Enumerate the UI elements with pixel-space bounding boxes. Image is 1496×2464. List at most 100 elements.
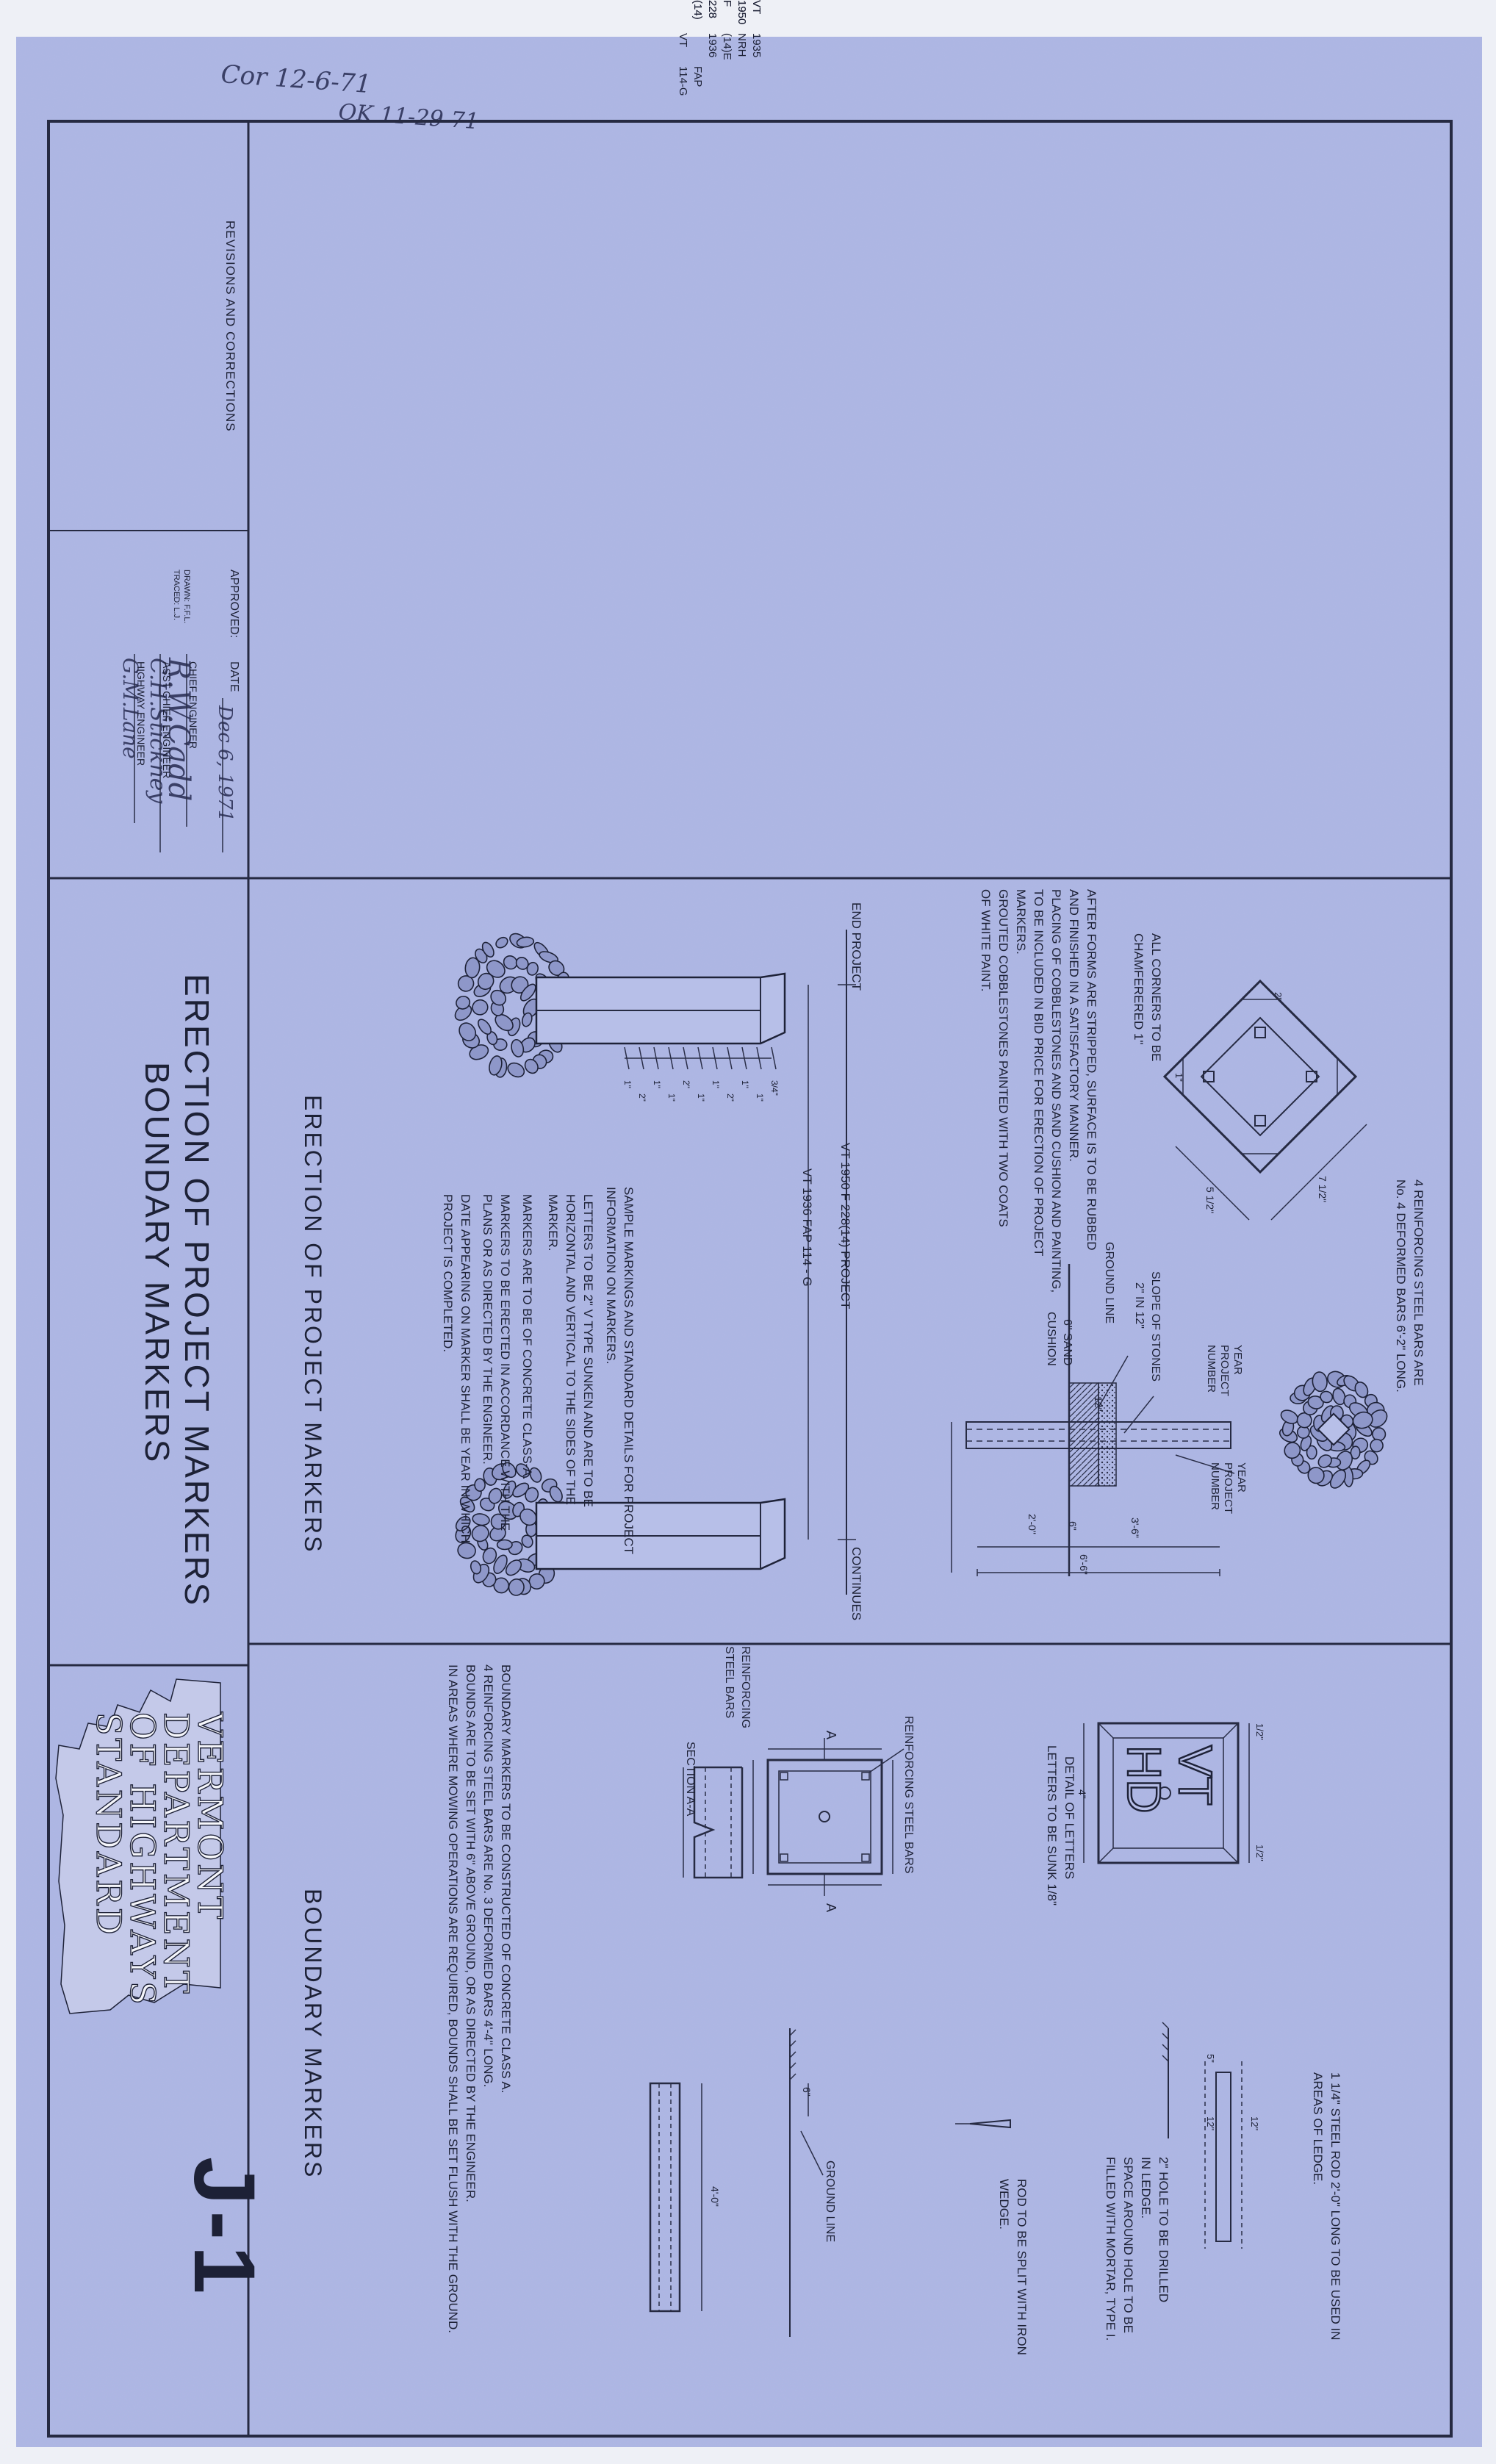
project-section-title: ERECTION OF PROJECT MARKERS <box>300 1095 326 1554</box>
cobblestone <box>488 1487 503 1504</box>
project-note-3: PLACING OF COBBLESTONES AND SAND CUSHION… <box>1049 889 1063 1293</box>
project-note-6: GROUTED COBBLESTONES PAINTED WITH TWO CO… <box>996 889 1010 1227</box>
cobblestone <box>472 1513 490 1526</box>
cobblestone <box>516 936 535 948</box>
letters-hd: HD <box>1118 1745 1170 1813</box>
dimension-label: 1" <box>740 1080 750 1088</box>
project-note-5: MARKERS. <box>1014 889 1028 955</box>
cobblestone <box>493 1577 510 1594</box>
cobblestone <box>459 1496 475 1513</box>
year-label-bottom-3: NUMBER <box>1209 1462 1221 1510</box>
section-a-label-top: A <box>824 1731 838 1739</box>
project-line-label-1: VT 1950 F 228(14) PROJECT <box>838 1143 852 1309</box>
project-note-7: OF WHITE PAINT. <box>979 889 993 991</box>
hole-note-3: SPACE AROUND HOLE TO BE <box>1121 2157 1135 2333</box>
rod-split-note-2: WEDGE. <box>997 2179 1011 2230</box>
cobblestone <box>1306 1445 1317 1460</box>
chamfer-note-2: CHAMFERERED 1" <box>1132 933 1146 1045</box>
cobblestone <box>1350 1445 1361 1459</box>
dimension-label: 1" <box>711 1080 721 1088</box>
year-label-top-1: YEAR <box>1231 1345 1244 1375</box>
boundary-marker-plan <box>752 1738 905 1896</box>
leader-line <box>741 1046 747 1070</box>
cobblestone <box>474 1478 486 1492</box>
cobblestone <box>1372 1427 1387 1442</box>
end-project-label: END PROJECT <box>849 902 863 991</box>
sample-note-1: SAMPLE MARKINGS AND STANDARD DETAILS FOR… <box>622 1187 636 1554</box>
cobblestone <box>493 1554 508 1574</box>
ledge-dim-5: 5" <box>1205 2054 1216 2063</box>
elevation-dim-6: 6" <box>1067 1521 1079 1531</box>
boundary-note-4: IN AREAS WHERE MOWING OPERATIONS ARE REQ… <box>446 1664 460 2333</box>
slope-label-1: SLOPE OF STONES <box>1149 1271 1162 1382</box>
boundary-note-2: 4 REINFORCING STEEL BARS ARE No. 3 DEFOR… <box>481 1664 495 2087</box>
project-line-label-2: VT 1936 FAP 114 - G <box>800 1168 814 1287</box>
cobblestone <box>524 1058 539 1074</box>
project-limit-dimension <box>808 930 856 1595</box>
cobblestone <box>507 1062 525 1078</box>
sand-label-1: 6" SAND <box>1061 1319 1074 1365</box>
marker-stamp-text: 1950 <box>736 0 748 24</box>
cobblestone <box>1329 1469 1347 1489</box>
boundary-markers-section: BOUNDARY MARKERS VT HD 4" 1/2" 1/2" DETA… <box>300 1646 1342 2355</box>
cross-section-dim-2in: 2" <box>1273 992 1284 1001</box>
sample-note-7: MARKERS TO BE ERECTED IN ACCORDANCE WITH… <box>498 1194 512 1531</box>
marker-stamp-text: NRH <box>736 33 748 57</box>
cobblestone <box>1368 1409 1388 1428</box>
hole-note-1: 2" HOLE TO BE DRILLED <box>1157 2157 1170 2302</box>
marker-installation-elevation <box>951 1264 1235 1576</box>
cobblestone <box>1284 1442 1301 1459</box>
leader-line <box>727 1046 733 1070</box>
leader-line <box>683 1046 688 1070</box>
dimension-label: 2" <box>681 1080 691 1088</box>
boundary-ground-line-label: GROUND LINE <box>824 2161 836 2242</box>
cobblestone <box>490 989 507 1006</box>
sample-note-4: HORIZONTAL AND VERTICAL TO THE SIDES OF … <box>564 1194 578 1505</box>
section-a-a <box>683 1766 744 1879</box>
cobblestone <box>489 1055 503 1076</box>
cobblestone <box>525 1487 539 1503</box>
project-note-1: AFTER FORMS ARE STRIPPED, SURFACE IS TO … <box>1085 889 1098 1251</box>
cobblestone <box>482 1547 497 1565</box>
cobblestone <box>486 960 506 978</box>
dimension-label: 1" <box>696 1093 706 1102</box>
marker-stamp-text: (14)E <box>721 33 733 60</box>
asst-chief-engineer-label: ASST CHIEF ENGINEER <box>161 661 173 778</box>
cobblestone <box>1354 1382 1369 1398</box>
dept-line-1: VERMONT <box>190 1711 230 1922</box>
marker-a-dimension-column: 3/4"1"1"2"1"1"2"1"1"2"1" <box>622 1046 780 1102</box>
sample-note-2: INFORMATION ON MARKERS. <box>604 1187 618 1364</box>
sand-label-2: CUSHION <box>1045 1312 1057 1366</box>
marker-stamp-text: VT <box>750 0 763 14</box>
sample-note-6: MARKERS ARE TO BE OF CONCRETE CLASS-A. <box>520 1194 534 1480</box>
letter-detail-dim-half-1: 1/2" <box>1254 1723 1265 1740</box>
cobblestone <box>1332 1387 1346 1406</box>
cobblestone <box>1317 1454 1332 1468</box>
marker-stamp-text: F <box>721 0 733 7</box>
reinforcing-steel-label: REINFORCING STEEL BARS <box>902 1716 915 1874</box>
date-value: Dec 6, 1971 <box>214 705 236 822</box>
cobblestone <box>464 957 481 979</box>
reinforcing-label-1: REINFORCING <box>739 1646 752 1728</box>
asst-chief-engineer-signature: C.H.Stickney <box>145 658 170 804</box>
cobblestone <box>1335 1451 1353 1470</box>
cross-section-dim-5half: 5 1/2" <box>1204 1187 1216 1213</box>
cobblestone <box>458 1022 477 1041</box>
cobblestone <box>490 1513 506 1530</box>
cross-section-dim-7half: 7 1/2" <box>1317 1176 1328 1202</box>
marker-stamp-text: (14) <box>691 0 704 20</box>
cobblestone <box>471 1525 489 1542</box>
cobblestone <box>502 1462 517 1479</box>
cobblestone <box>505 1559 522 1576</box>
sample-note-9: DATE APPEARING ON MARKER SHALL BE YEAR I… <box>458 1194 472 1543</box>
project-notes: AFTER FORMS ARE STRIPPED, SURFACE IS TO … <box>979 889 1098 1293</box>
leader-line <box>653 1046 659 1070</box>
letter-detail-caption-2: LETTERS TO BE SUNK 1/8" <box>1045 1745 1059 1906</box>
letters-vt: VT <box>1169 1745 1222 1806</box>
cobblestone <box>1296 1426 1310 1439</box>
dimension-label: 2" <box>725 1093 736 1102</box>
sample-notes: SAMPLE MARKINGS AND STANDARD DETAILS FOR… <box>441 1187 636 1554</box>
cobblestone <box>481 941 495 958</box>
hole-note-2: IN LEDGE. <box>1139 2157 1153 2219</box>
